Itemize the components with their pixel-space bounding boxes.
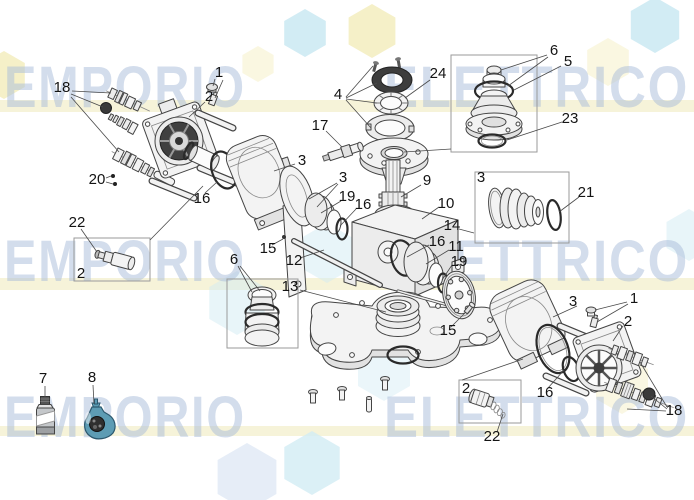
part-number-label-16: 16 — [354, 195, 372, 213]
part-number-label-8: 8 — [87, 368, 97, 386]
part-number-label-6: 6 — [229, 250, 239, 268]
ball-bearing — [373, 91, 409, 115]
seal-ring-dark — [371, 66, 413, 94]
part-number-label-18: 18 — [665, 401, 683, 419]
part-number-label-13: 13 — [281, 277, 299, 295]
part-number-label-3: 3 — [568, 292, 578, 310]
part-number-label-15: 15 — [259, 239, 277, 257]
leader-lines — [44, 54, 668, 433]
part-number-label-9: 9 — [422, 171, 432, 189]
bolt-fitting-row — [608, 344, 654, 368]
part-number-label-6: 6 — [549, 41, 559, 59]
part-number-label-2: 2 — [76, 264, 86, 282]
oil-bottle — [36, 396, 55, 435]
valve-bolt-left — [94, 249, 136, 271]
part-number-label-21: 21 — [577, 183, 595, 201]
part-number-label-1: 1 — [214, 63, 224, 81]
part-number-label-7: 7 — [38, 369, 48, 387]
seal-dot — [111, 174, 115, 178]
part-number-label-17: 17 — [311, 116, 329, 134]
valve-kit-box — [450, 54, 538, 153]
inlet-valve-part — [321, 141, 364, 162]
part-number-label-3: 3 — [338, 168, 348, 186]
detail-boxes — [73, 54, 570, 424]
part-number-label-15: 15 — [439, 321, 457, 339]
seal-ring — [477, 133, 507, 149]
retainer-collar — [365, 114, 415, 142]
part-number-label-16: 16 — [536, 383, 554, 401]
bolt-fitting-row — [106, 87, 150, 112]
bearing-pin — [372, 61, 379, 73]
part-number-label-16: 16 — [428, 232, 446, 250]
valve-bolt-right — [468, 388, 506, 419]
part-number-label-10: 10 — [437, 194, 455, 212]
piston-sleeve — [182, 141, 220, 171]
pulley-disc — [442, 270, 476, 320]
part-number-label-14: 14 — [443, 216, 461, 234]
part-number-label-5: 5 — [563, 52, 573, 70]
mounting-screws — [308, 376, 390, 413]
part-number-label-23: 23 — [561, 109, 579, 127]
part-number-label-20: 20 — [88, 170, 106, 188]
valve-box-center — [226, 278, 299, 349]
part-number-label-4: 4 — [333, 85, 343, 103]
part-number-label-18: 18 — [53, 78, 71, 96]
o-ring — [546, 199, 562, 231]
right-pump-assembly — [489, 279, 674, 408]
oil-plug — [100, 102, 112, 114]
valve-box-left — [73, 237, 151, 282]
piston-kit-assembly — [488, 187, 562, 231]
part-number-label-16: 16 — [193, 189, 211, 207]
part-number-label-22: 22 — [68, 213, 86, 231]
part-number-label-19: 19 — [338, 187, 356, 205]
part-number-label-11: 11 — [448, 237, 464, 255]
part-number-label-2: 2 — [623, 312, 633, 330]
part-number-label-2: 2 — [461, 379, 471, 397]
impeller-part — [84, 398, 116, 440]
small-fitting-row — [107, 113, 139, 135]
part-number-label-3: 3 — [476, 168, 486, 186]
part-number-label-3: 3 — [297, 151, 307, 169]
nipple-fitting — [589, 314, 599, 329]
small-screw — [463, 301, 476, 315]
seal-dot — [113, 182, 117, 186]
pin-dot — [282, 235, 286, 239]
part-number-label-1: 1 — [629, 289, 639, 307]
valve-assembly-center — [244, 286, 280, 347]
piston-kit-box — [474, 171, 570, 244]
valve-box-right — [458, 379, 522, 424]
crankcase-cover-right — [489, 279, 569, 370]
part-number-label-24: 24 — [429, 64, 447, 82]
part-number-label-2: 2 — [204, 87, 214, 105]
part-number-label-12: 12 — [285, 251, 303, 269]
o-ring — [386, 345, 420, 365]
bearing-pin — [395, 57, 402, 69]
cap-plug — [206, 83, 218, 93]
shaft-seal-housing — [375, 295, 421, 337]
part-number-label-22: 22 — [483, 427, 501, 445]
piston-stack-right — [389, 239, 476, 320]
watermark-stripe — [0, 426, 694, 436]
part-number-label-19: 19 — [450, 252, 468, 270]
valve-kit-assembly — [465, 65, 523, 149]
